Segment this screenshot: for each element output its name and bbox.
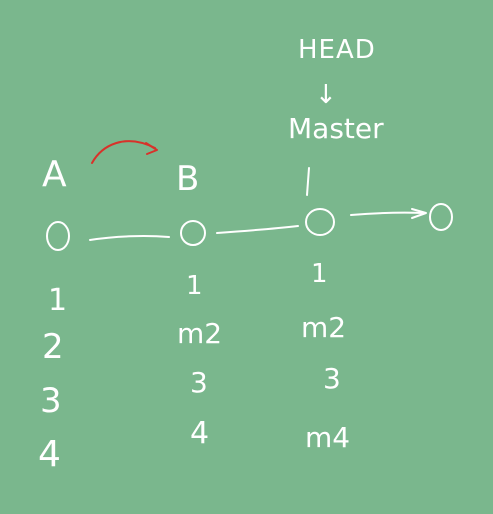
- col-a-item-4: 4: [38, 434, 61, 475]
- commit-node-b: [180, 220, 206, 246]
- commit-node-master: [305, 208, 335, 236]
- head-label: HEAD: [298, 35, 376, 65]
- master-label: Master: [288, 112, 384, 145]
- edge-master-next-arrowhead: [411, 208, 427, 219]
- master-pointer-line: [306, 167, 310, 196]
- edge-b-master: [216, 225, 299, 234]
- col-b-item-4: 4: [190, 416, 209, 451]
- head-down-arrow: ↓: [315, 80, 337, 110]
- rebase-arrow-head: [145, 142, 158, 155]
- commit-a-label: A: [42, 154, 67, 195]
- col-a-item-2: 2: [42, 327, 64, 367]
- col-master-item-2: m2: [301, 311, 346, 344]
- edge-master-next: [350, 211, 425, 216]
- col-master-item-1: 1: [311, 259, 328, 289]
- commit-b-label: B: [176, 159, 199, 199]
- col-b-item-2: m2: [177, 317, 222, 350]
- col-a-item-3: 3: [40, 381, 62, 421]
- commit-node-a: [46, 221, 70, 251]
- commit-node-next: [429, 203, 453, 231]
- col-b-item-3: 3: [190, 366, 208, 399]
- col-b-item-1: 1: [186, 271, 203, 301]
- col-a-item-1: 1: [48, 283, 67, 318]
- col-master-item-3: 3: [323, 362, 341, 395]
- rebase-arrow: [91, 140, 156, 164]
- col-master-item-4: m4: [305, 421, 350, 454]
- edge-a-b: [89, 235, 170, 241]
